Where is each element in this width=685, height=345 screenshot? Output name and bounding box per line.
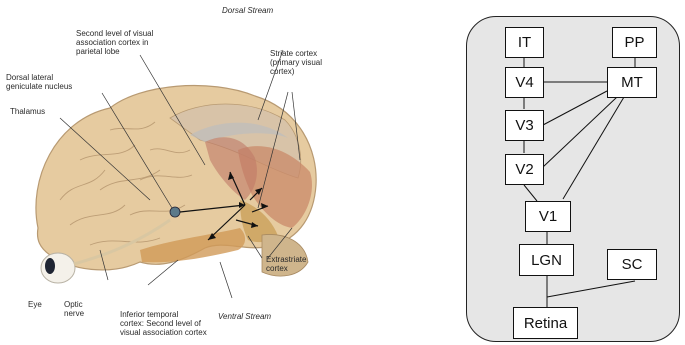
node-v2: V2 [505, 154, 544, 185]
pupil [45, 258, 55, 274]
label-second-level-parietal: Second level of visual association corte… [76, 29, 153, 56]
label-optic-nerve: Optic nerve [64, 300, 84, 318]
edge-v3-mt [543, 91, 607, 125]
node-v3: V3 [505, 110, 544, 141]
node-v1: V1 [525, 201, 571, 232]
brain-illustration: Dorsal Stream Second level of visual ass… [0, 0, 340, 345]
label-ventral-stream: Ventral Stream [218, 312, 271, 321]
label-striate-cortex: Striate cortex (primary visual cortex) [270, 49, 322, 76]
edge-v2-v1 [524, 185, 537, 201]
label-dorsal-stream: Dorsal Stream [222, 6, 273, 15]
pathway-connections [467, 17, 681, 343]
visual-pathway-panel: IT PP V4 MT V3 V2 V1 LGN SC Retina [466, 16, 680, 342]
label-eye: Eye [28, 300, 42, 309]
edge-v1-mt [563, 97, 624, 199]
node-sc: SC [607, 249, 657, 280]
node-pp: PP [612, 27, 657, 58]
label-inferior-temporal: Inferior temporal cortex: Second level o… [120, 310, 207, 337]
edge-retina-sc [547, 281, 635, 297]
label-thalamus: Thalamus [10, 107, 45, 116]
lgn-marker [170, 207, 180, 217]
label-extrastriate-cortex: Extrastriate cortex [266, 255, 306, 273]
node-it: IT [505, 27, 544, 58]
label-dorsal-lateral-geniculate: Dorsal lateral geniculate nucleus [6, 73, 72, 91]
node-retina: Retina [513, 307, 578, 339]
node-lgn: LGN [519, 244, 574, 276]
node-mt: MT [607, 67, 657, 98]
node-v4: V4 [505, 67, 544, 98]
edge-v2-mt [543, 97, 617, 167]
